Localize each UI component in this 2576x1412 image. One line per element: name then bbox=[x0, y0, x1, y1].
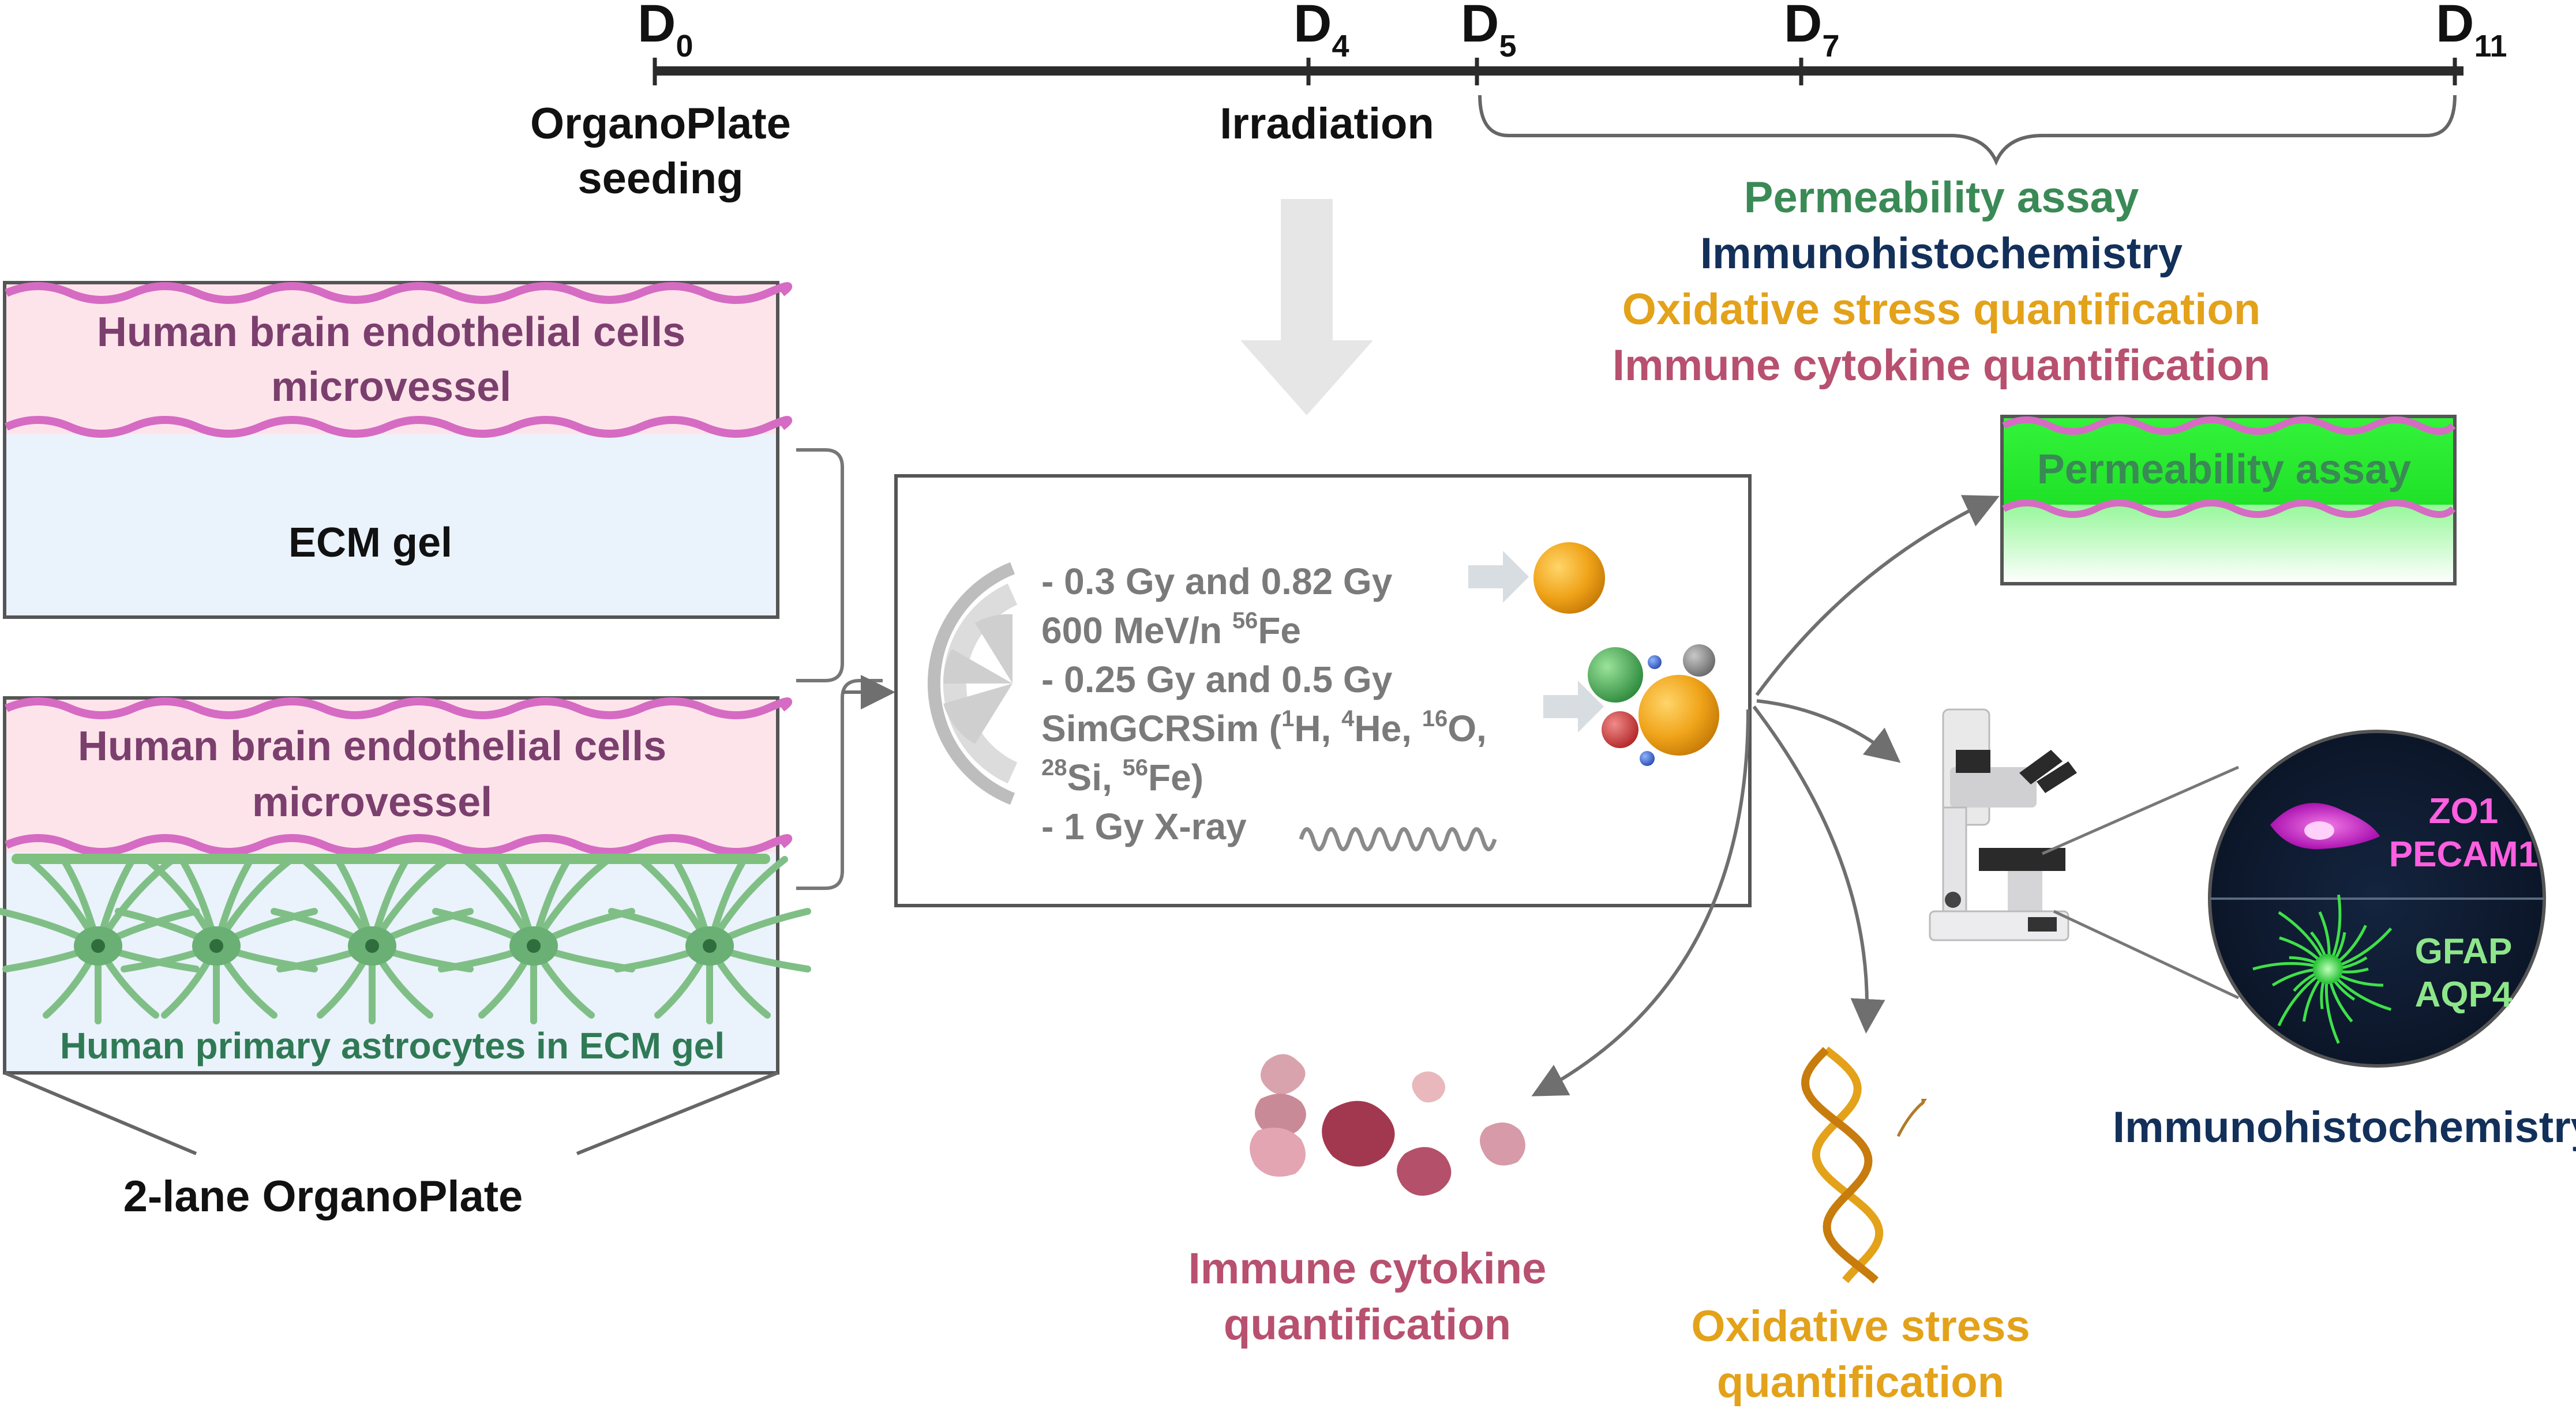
plate-bottom: Human brain endothelial cells microvesse… bbox=[0, 696, 811, 1075]
arrow-to-permeability bbox=[1755, 495, 2000, 696]
rad-line-3: - 0.25 Gy and 0.5 Gy bbox=[1041, 659, 1393, 700]
endothelial-nucleus bbox=[2304, 821, 2334, 840]
xray-wave-icon bbox=[1299, 827, 1497, 851]
assay-item-oxidative: Oxidative stress quantification bbox=[1622, 285, 2261, 334]
stain-label-aqp4: AQP4 bbox=[2415, 975, 2513, 1015]
day-label-d0: D0 bbox=[638, 0, 693, 63]
astrocyte-stain-icon bbox=[2252, 894, 2393, 1044]
seeding-label-line2: seeding bbox=[578, 154, 743, 203]
irradiation-label: Irradiation bbox=[1220, 99, 1434, 148]
fe-ion-ball bbox=[1533, 542, 1605, 614]
plate-bottom-title-line1: Human brain endothelial cells bbox=[78, 723, 666, 769]
day-label-d7: D7 bbox=[1784, 0, 1840, 63]
stain-label-zo1: ZO1 bbox=[2429, 791, 2499, 831]
cytokine-caption-line2: quantification bbox=[1224, 1300, 1511, 1349]
stain-label-pecam1: PECAM1 bbox=[2389, 835, 2538, 874]
astrocyte-endfeet-bar bbox=[12, 854, 770, 864]
immuno-caption: Immunohistochemistry bbox=[2113, 1103, 2576, 1152]
endothelial-strip-top-2 bbox=[5, 697, 793, 719]
ecm-gel-label: ECM gel bbox=[288, 520, 452, 566]
astrocyte-label: Human primary astrocytes in ECM gel bbox=[60, 1025, 725, 1066]
plate-bracket bbox=[796, 448, 883, 890]
rad-line-1: - 0.3 Gy and 0.82 Gy bbox=[1041, 561, 1393, 602]
particle-blue-1 bbox=[1648, 655, 1662, 669]
arrow-to-cytokine bbox=[1531, 709, 1750, 1096]
plate-bottom-title-line2: microvessel bbox=[252, 779, 492, 825]
endothelial-strip-bottom bbox=[5, 416, 793, 438]
plate-bottom-vessel bbox=[6, 700, 776, 853]
plate-top-vessel bbox=[6, 284, 776, 434]
fe-arrow bbox=[1468, 551, 1529, 603]
endothelial-strip-top bbox=[5, 282, 793, 304]
radiation-symbol-icon bbox=[927, 562, 1018, 805]
plate-support-lines bbox=[3, 1071, 779, 1155]
perm-endothelial-bottom bbox=[2002, 500, 2456, 518]
followup-brace bbox=[1478, 95, 2457, 166]
irradiation-down-arrow bbox=[1240, 199, 1373, 415]
assay-item-immuno: Immunohistochemistry bbox=[1700, 229, 2183, 278]
astrocyte-group bbox=[0, 856, 811, 1024]
cytokine-proteins-icon bbox=[1250, 1054, 1525, 1196]
rad-line-4: SimGCRSim (1H, 4He, 16O, bbox=[1041, 706, 1487, 749]
particle-gray bbox=[1683, 644, 1715, 677]
assay-item-cytokine: Immune cytokine quantification bbox=[1613, 341, 2270, 390]
irradiation-panel: - 0.3 Gy and 0.82 Gy 600 MeV/n 56Fe - 0.… bbox=[894, 474, 1752, 907]
seeding-label-line1: OrganoPlate bbox=[530, 99, 791, 148]
perm-endothelial-top bbox=[2002, 416, 2456, 435]
microscope-icon bbox=[1929, 708, 2077, 941]
particle-orange bbox=[1638, 675, 1719, 756]
plate-caption: 2-lane OrganoPlate bbox=[123, 1172, 523, 1221]
plate-top: Human brain endothelial cells microvesse… bbox=[3, 281, 793, 619]
endothelial-strip-bottom-2 bbox=[5, 834, 793, 856]
assay-list: Permeability assay Immunohistochemistry … bbox=[1613, 173, 2270, 390]
plate-top-title-line1: Human brain endothelial cells bbox=[97, 309, 685, 355]
oxidative-caption-line1: Oxidative stress bbox=[1691, 1302, 2030, 1351]
rad-line-5: 28Si, 56Fe) bbox=[1041, 755, 1203, 798]
timeline: D0 D4 D5 D7 D11 OrganoPlate seeding Irra… bbox=[530, 0, 2507, 203]
particle-red bbox=[1602, 711, 1638, 748]
astrocyte-cell-icon bbox=[0, 856, 200, 1024]
particle-green bbox=[1588, 647, 1643, 703]
day-label-d4: D4 bbox=[1293, 0, 1349, 63]
plate-top-title-line2: microvessel bbox=[271, 364, 511, 410]
stain-label-gfap: GFAP bbox=[2415, 932, 2513, 971]
output-arrows bbox=[1531, 495, 2000, 1096]
gcr-arrow bbox=[1543, 681, 1604, 733]
dna-helix-icon bbox=[1801, 1046, 1927, 1284]
astrocyte-cell-icon bbox=[115, 856, 318, 1024]
day-label-d11: D11 bbox=[2436, 0, 2507, 63]
arrow-to-oxidative bbox=[1752, 705, 1885, 1034]
arrow-to-microscope bbox=[1756, 699, 1901, 763]
cytokine-caption-line1: Immune cytokine bbox=[1188, 1244, 1547, 1293]
rad-line-2: 600 MeV/n 56Fe bbox=[1041, 608, 1301, 651]
rad-line-6: - 1 Gy X-ray bbox=[1041, 806, 1247, 847]
particle-blue-2 bbox=[1640, 751, 1655, 766]
immuno-circle: ZO1 PECAM1 GFAP AQP4 bbox=[2208, 730, 2546, 1068]
zoom-line-bottom bbox=[2053, 910, 2240, 1000]
permeability-panel: Permeability assay bbox=[2000, 415, 2457, 585]
zoom-line-top bbox=[2041, 765, 2240, 855]
oxidative-caption-line2: quantification bbox=[1717, 1358, 2004, 1407]
permeability-box-label: Permeability assay bbox=[2037, 446, 2411, 493]
assay-item-permeability: Permeability assay bbox=[1744, 173, 2139, 222]
astrocyte-cell-icon bbox=[608, 856, 811, 1024]
radiation-conditions: - 0.3 Gy and 0.82 Gy 600 MeV/n 56Fe - 0.… bbox=[1041, 561, 1487, 847]
day-label-d5: D5 bbox=[1461, 0, 1517, 63]
